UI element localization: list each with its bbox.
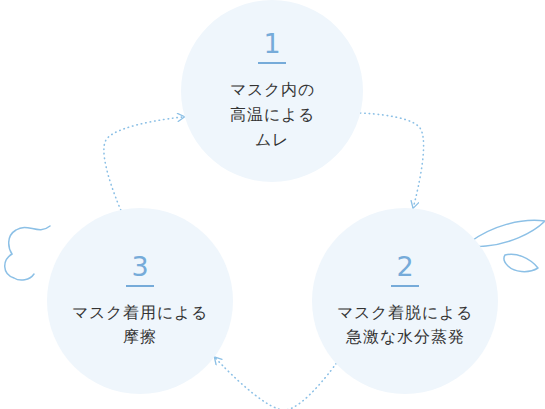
- cycle-circle: 3 マスク着用による 摩擦: [47, 208, 233, 394]
- step-number: 1: [258, 29, 285, 64]
- cycle-circle: 2 マスク着脱による 急激な水分蒸発: [312, 208, 498, 394]
- water-drop-mark: [470, 220, 545, 246]
- cycle-arrow: [104, 117, 185, 210]
- step-number: 3: [126, 252, 153, 287]
- splash-mark: [5, 226, 50, 280]
- step-number: 2: [391, 252, 418, 287]
- step-text: マスク着脱による 急激な水分蒸発: [337, 301, 473, 351]
- water-drop-mark: [504, 254, 538, 271]
- cycle-circle: 1 マスク内の 高温による ムレ: [181, 0, 363, 182]
- cycle-arrow: [360, 113, 423, 208]
- step-text: マスク着用による 摩擦: [72, 301, 208, 351]
- cycle-arrow: [214, 357, 336, 409]
- step-text: マスク内の 高温による ムレ: [230, 78, 315, 152]
